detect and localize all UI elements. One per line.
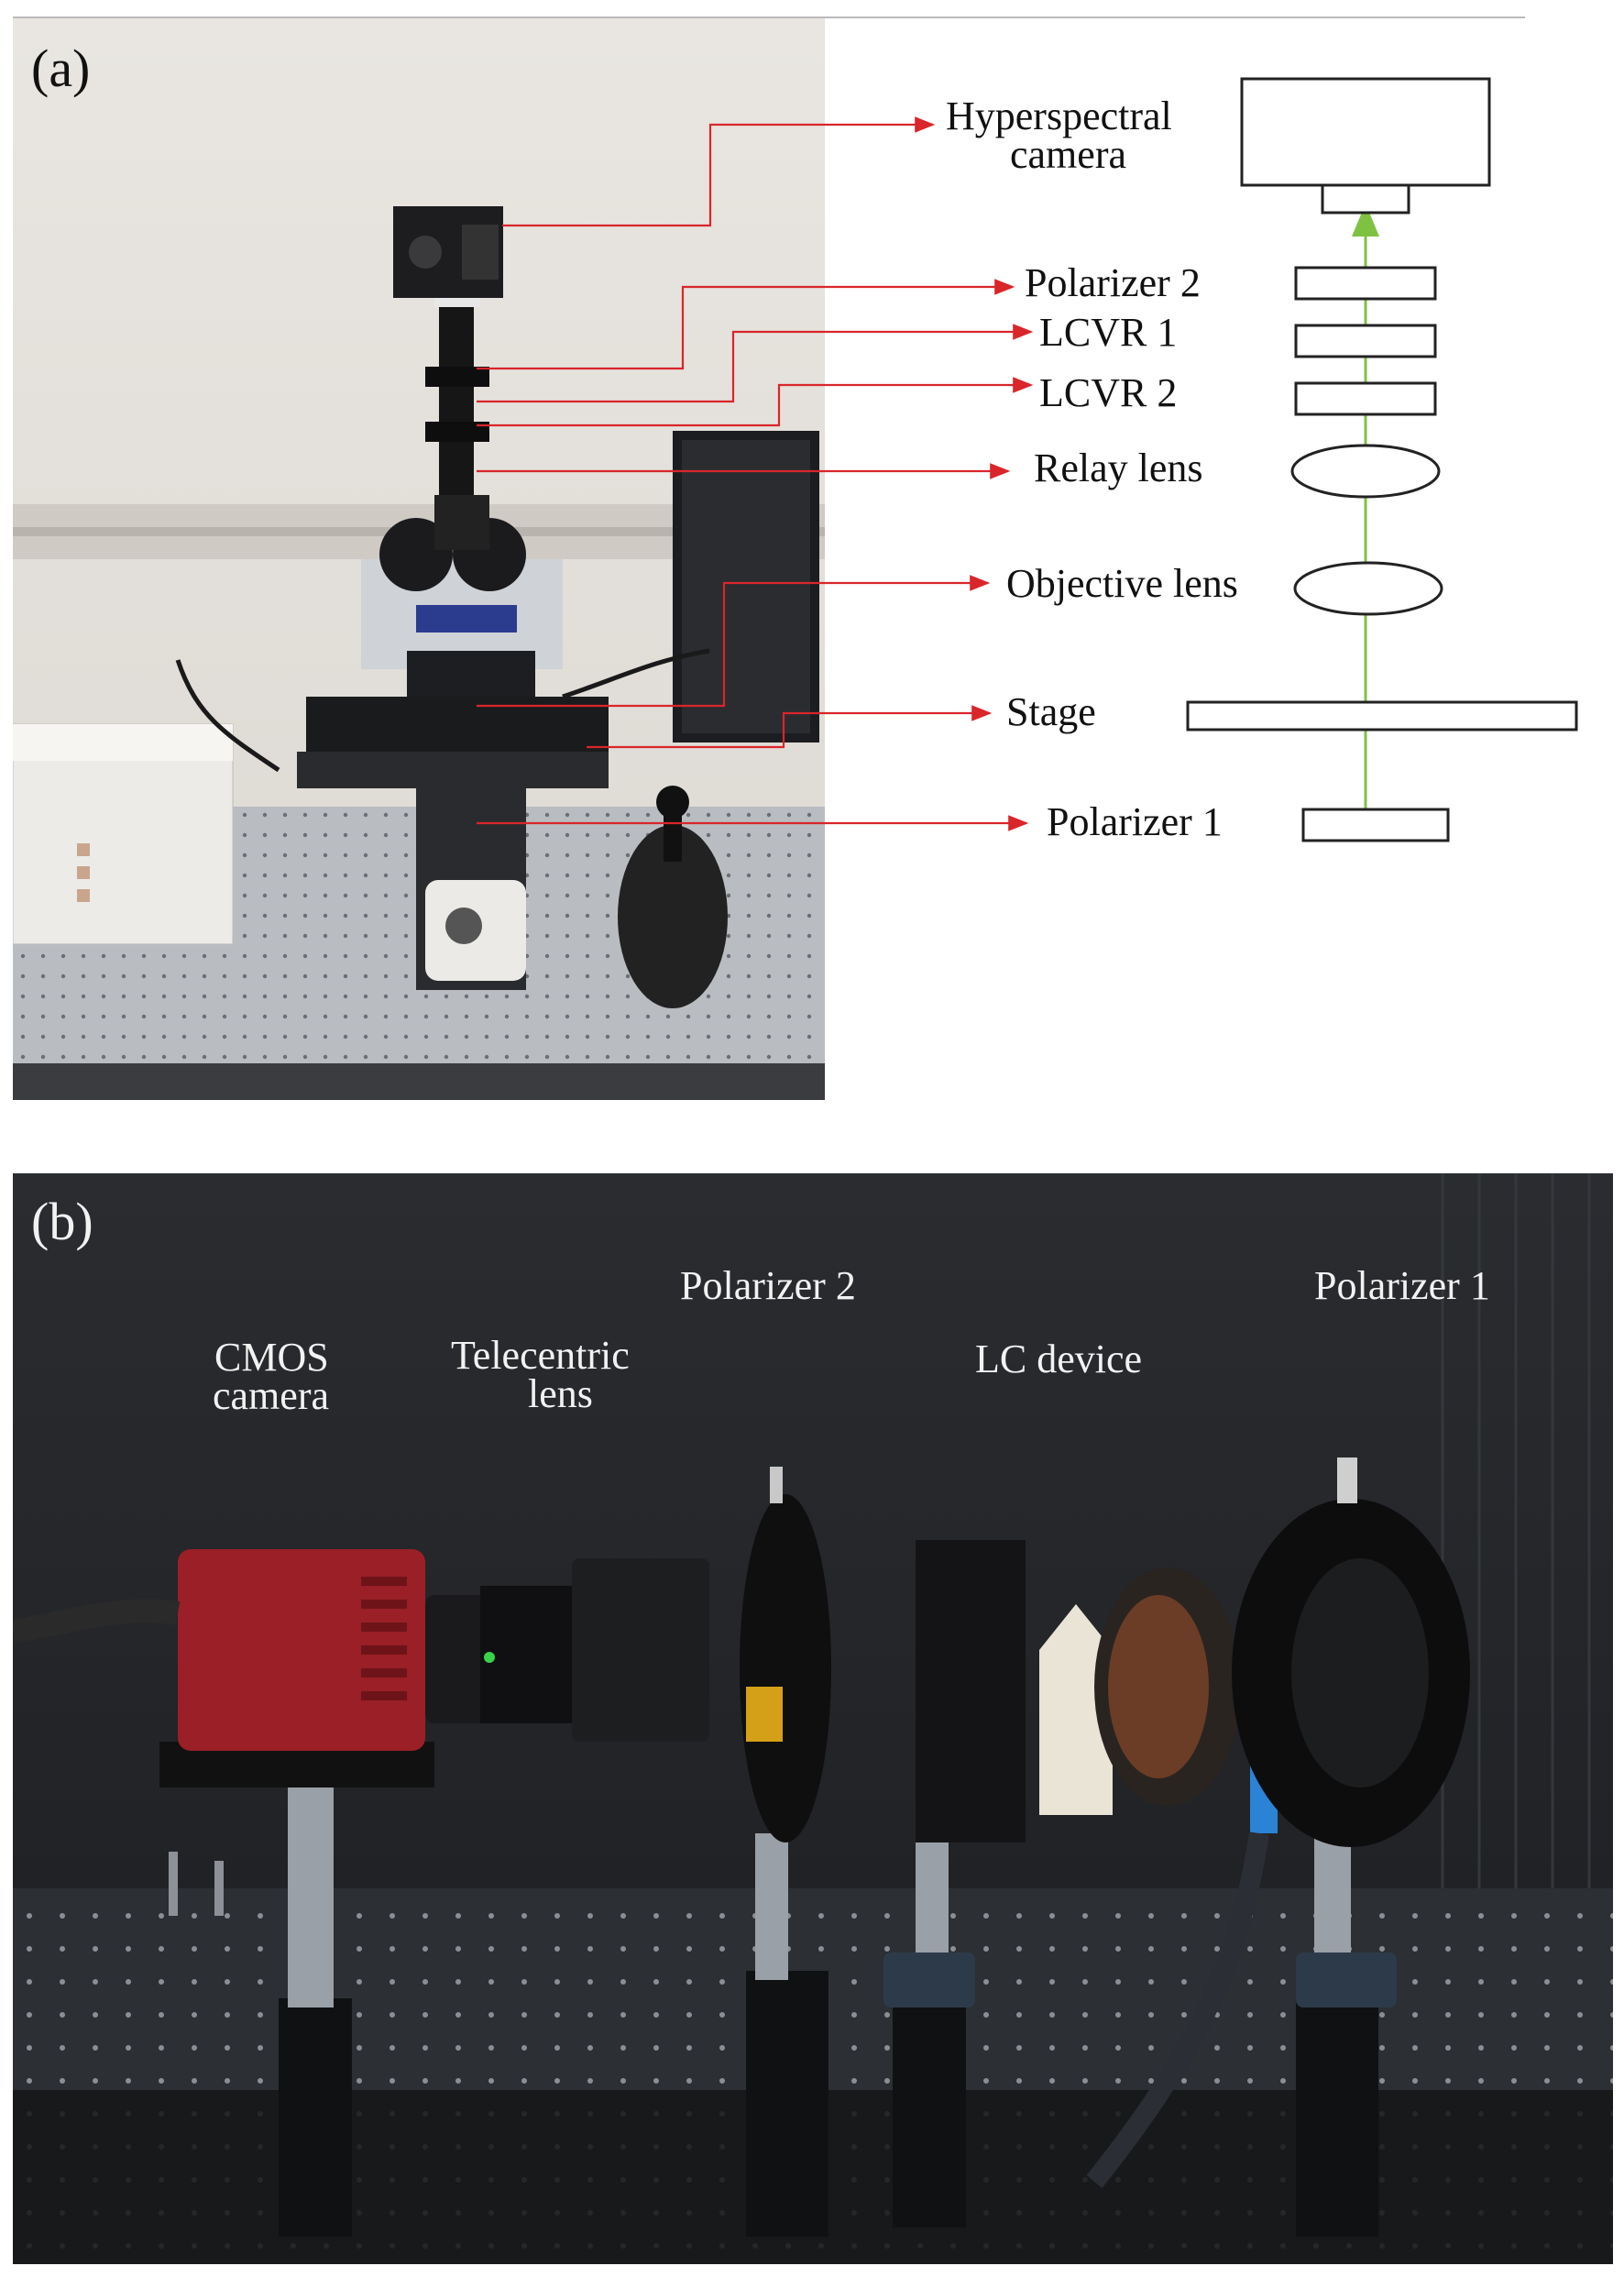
label-cmos-line1: CMOS bbox=[214, 1335, 329, 1380]
leader-lcvr2 bbox=[477, 377, 1034, 427]
stage-shape bbox=[1186, 700, 1578, 732]
label-stage: Stage bbox=[1006, 689, 1096, 734]
label-objective-lens: Objective lens bbox=[1006, 561, 1238, 606]
label-polarizer2: Polarizer 2 bbox=[1025, 260, 1201, 305]
leader-objective bbox=[477, 575, 991, 708]
panel-b-tag: (b) bbox=[31, 1192, 93, 1251]
microscope-photo bbox=[13, 18, 825, 1100]
label-telecentric-line2: lens bbox=[528, 1371, 593, 1416]
camera-body-shape bbox=[1240, 77, 1491, 187]
objective-lens-shape bbox=[1293, 561, 1443, 616]
label-telecentric-line1: Telecentric bbox=[451, 1333, 630, 1378]
label-polarizer1-b: Polarizer 1 bbox=[1314, 1263, 1490, 1308]
panel-a: (a) Hyperspectral camera Polarizer 2 LCV… bbox=[0, 0, 1624, 1118]
label-lc-device: LC device bbox=[975, 1336, 1143, 1381]
label-hyperspectral-line2: camera bbox=[1010, 132, 1126, 177]
leader-lines bbox=[477, 77, 1578, 842]
panel-a-tag: (a) bbox=[31, 38, 91, 98]
polarizer2-shape bbox=[1294, 266, 1437, 301]
label-lcvr1: LCVR 1 bbox=[1039, 310, 1178, 355]
leader-stage bbox=[587, 705, 993, 749]
top-rule bbox=[13, 16, 1525, 18]
label-relay-lens: Relay lens bbox=[1034, 446, 1203, 490]
leader-hyperspectral bbox=[502, 116, 936, 227]
lcvr1-shape bbox=[1294, 324, 1437, 358]
polarizer1-shape bbox=[1301, 808, 1450, 842]
label-cmos-line2: camera bbox=[213, 1373, 329, 1418]
leader-lcvr1 bbox=[477, 324, 1034, 403]
lcvr2-shape bbox=[1294, 381, 1437, 416]
label-hyperspectral-line1: Hyperspectral bbox=[946, 94, 1172, 138]
label-lcvr2: LCVR 2 bbox=[1039, 370, 1178, 415]
relay-lens-shape bbox=[1290, 444, 1441, 499]
panel-b: (b) CMOS camera Telecentric lens Polariz… bbox=[13, 1173, 1613, 2264]
leader-polarizer2 bbox=[477, 279, 1015, 370]
label-polarizer2-b: Polarizer 2 bbox=[680, 1263, 856, 1308]
camera-mount-shape bbox=[1321, 183, 1410, 214]
optical-bench-photo bbox=[13, 1173, 1613, 2264]
label-polarizer1: Polarizer 1 bbox=[1047, 799, 1223, 844]
